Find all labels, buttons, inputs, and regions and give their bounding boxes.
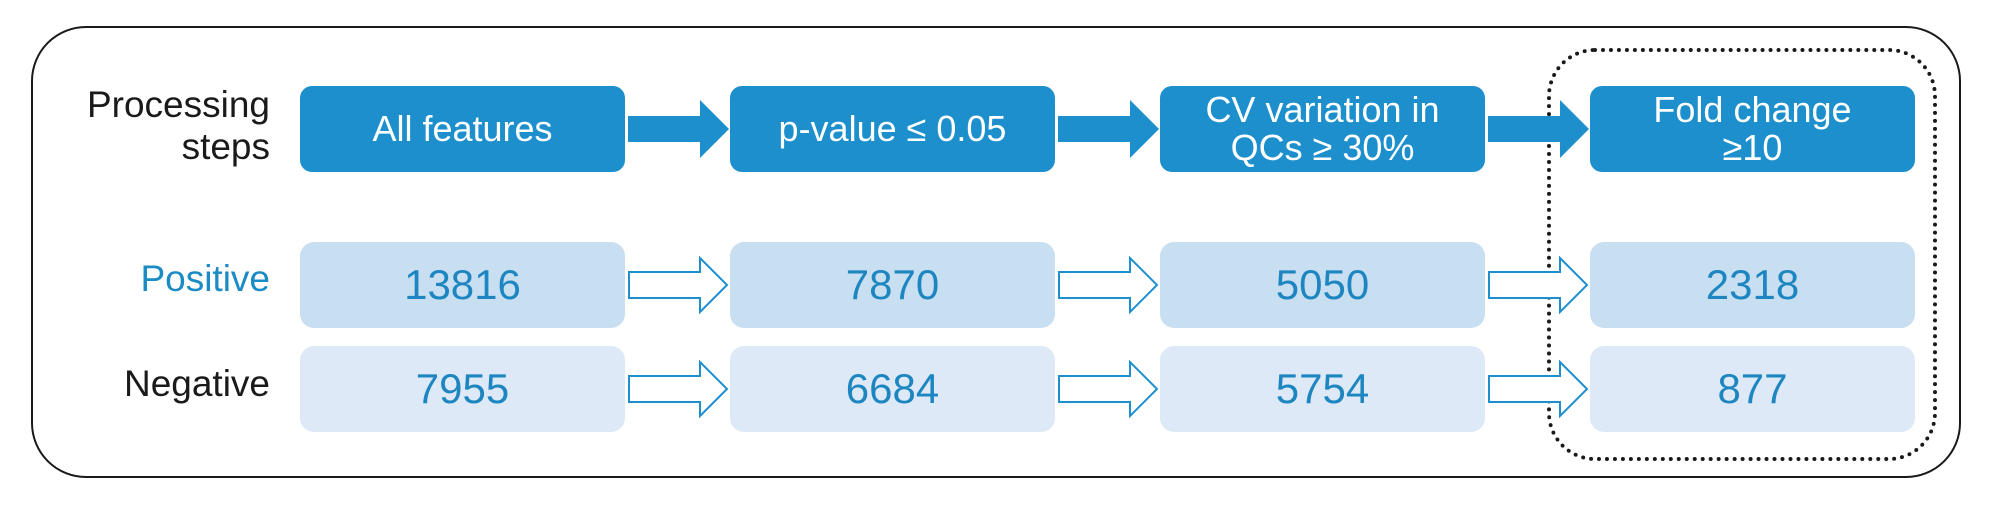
positive-value-p-value: 7870 [730, 242, 1055, 328]
diagram-frame [31, 26, 1961, 478]
outline-arrow-negative-2 [1058, 360, 1160, 418]
step-cv-variation: CV variation in QCs ≥ 30% [1160, 86, 1485, 172]
negative-value-p-value: 6684 [730, 346, 1055, 432]
positive-value-fold-change: 2318 [1590, 242, 1915, 328]
negative-value-all-features: 7955 [300, 346, 625, 432]
negative-label: Negative [123, 363, 270, 404]
solid-arrow-2 [1058, 100, 1160, 158]
positive-value-cv-variation: 5050 [1160, 242, 1485, 328]
negative-value-cv-variation: 5754 [1160, 346, 1485, 432]
processing-steps-label: Processing steps [86, 84, 270, 167]
outline-arrow-positive-2 [1058, 256, 1160, 314]
negative-value-fold-change: 877 [1590, 346, 1915, 432]
step-fold-change: Fold change ≥10 [1590, 86, 1915, 172]
step-all-features: All features [300, 86, 625, 172]
positive-value-all-features: 13816 [300, 242, 625, 328]
fold-change-highlight [1547, 48, 1937, 461]
outline-arrow-positive-3 [1488, 256, 1590, 314]
solid-arrow-1 [628, 100, 730, 158]
outline-arrow-negative-3 [1488, 360, 1590, 418]
outline-arrow-positive-1 [628, 256, 730, 314]
positive-label: Positive [140, 258, 270, 299]
step-p-value: p-value ≤ 0.05 [730, 86, 1055, 172]
solid-arrow-3 [1488, 100, 1590, 158]
outline-arrow-negative-1 [628, 360, 730, 418]
